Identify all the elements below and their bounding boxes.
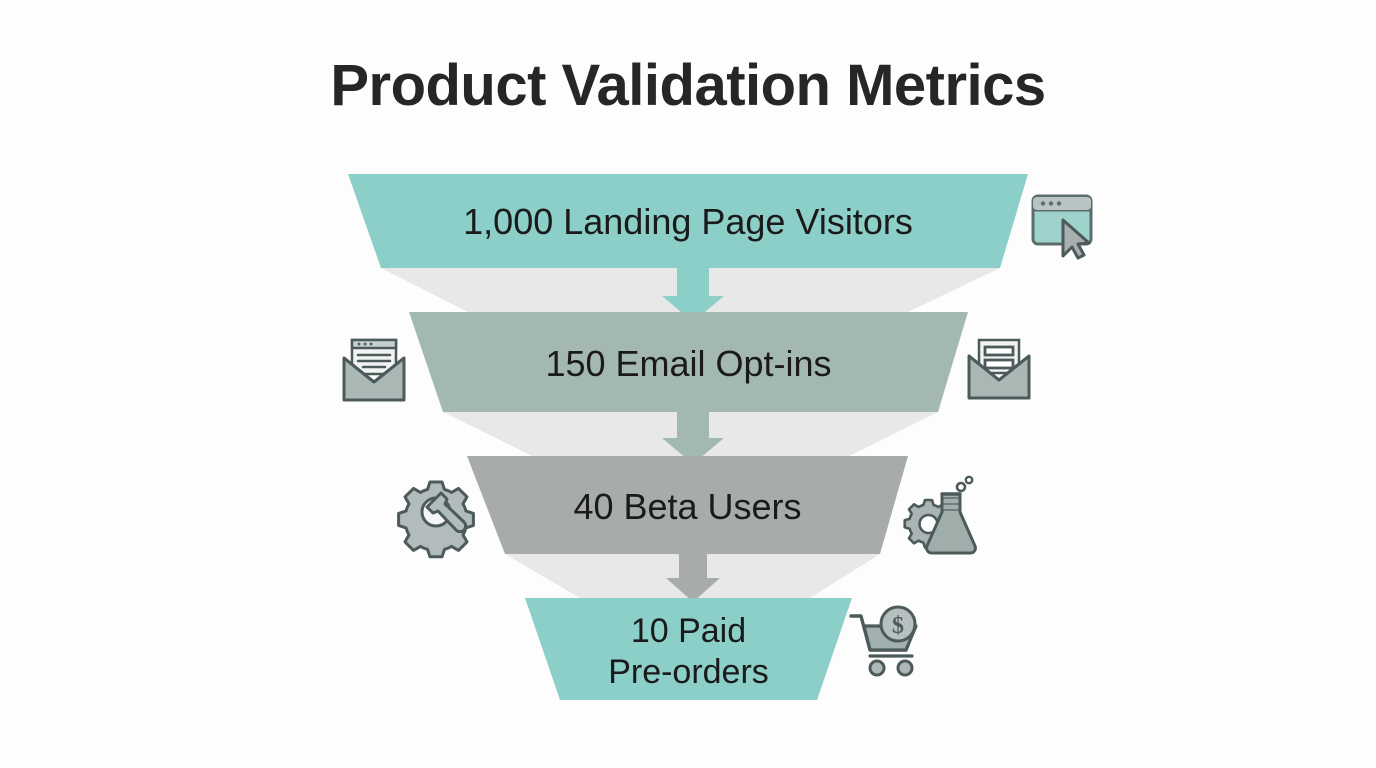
funnel-stage-landing-page-visitors[interactable] [348, 174, 1028, 268]
browser-window-cursor-icon [1031, 194, 1093, 260]
svg-text:$: $ [892, 613, 904, 639]
envelope-letter-icon [967, 338, 1031, 400]
funnel-arrow-3 [666, 554, 720, 602]
funnel-stage-paid-pre-orders[interactable] [525, 598, 852, 700]
gear-flask-icon [903, 475, 977, 555]
page-title: Product Validation Metrics [330, 53, 1046, 118]
gear-wrench-icon [397, 480, 475, 559]
funnel-arrow-1 [662, 268, 724, 322]
funnel-stage-email-opt-ins[interactable] [409, 312, 968, 412]
shopping-cart-dollar-icon: $ [849, 605, 918, 677]
envelope-letter-icon [342, 338, 406, 402]
funnel-stage-beta-users[interactable] [467, 456, 908, 554]
funnel-arrow-2 [662, 412, 724, 464]
